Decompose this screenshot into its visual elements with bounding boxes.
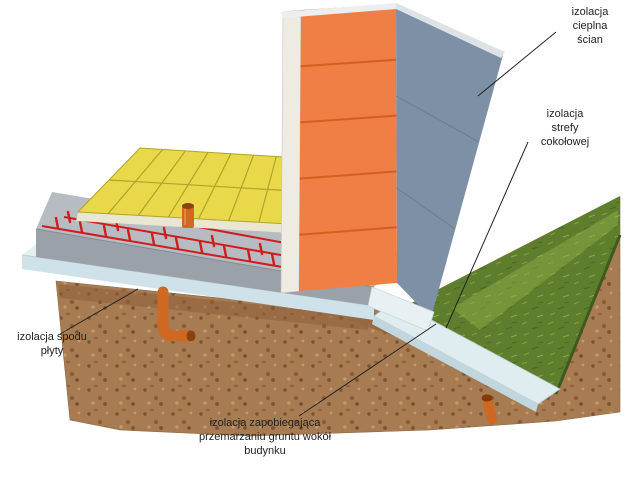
leader-slab-bottom bbox=[59, 288, 139, 335]
leader-frost-protection bbox=[298, 323, 437, 417]
wall-interior-finish-strip bbox=[280, 9, 302, 294]
leader-plinth-zone bbox=[445, 141, 529, 329]
grass-surface bbox=[394, 196, 620, 394]
label-slab-bottom-insulation: izolacja spodu płyty bbox=[17, 331, 87, 358]
grass-cut-edge bbox=[554, 234, 622, 395]
floor-panels-grid bbox=[107, 149, 295, 223]
slab-conduit-opening bbox=[182, 203, 194, 209]
slab-bottom-insulation-front bbox=[22, 255, 374, 320]
brick-course-lines bbox=[299, 58, 397, 236]
conduit-elbow-opening bbox=[186, 330, 196, 342]
plinth-zone-insulation bbox=[367, 286, 435, 332]
wall-insulation-joints bbox=[396, 95, 480, 230]
label-frost-protection-insulation: izolacja zapobiegająca przemarzaniu grun… bbox=[198, 417, 332, 458]
grass-highlight bbox=[452, 210, 618, 330]
brick-wall-face bbox=[299, 4, 397, 291]
wall-cut-top-cap bbox=[281, 3, 396, 18]
ground-pipe bbox=[482, 394, 497, 424]
slab-conduit-pipe bbox=[182, 206, 194, 228]
frost-skirt-board-edge bbox=[372, 316, 538, 412]
label-wall-thermal-insulation: izolacja cieplna ścian bbox=[571, 6, 609, 47]
ground-pipe-opening bbox=[481, 394, 493, 402]
board-front-top-edge bbox=[21, 254, 375, 307]
wall-insulation-top-cap bbox=[396, 3, 505, 58]
leader-wall-thermal bbox=[477, 31, 557, 97]
wall-thermal-insulation-face bbox=[396, 4, 503, 318]
soil-shadow-under-slab bbox=[58, 284, 370, 330]
label-plinth-zone-insulation: izolacja strefy cokołowej bbox=[540, 108, 590, 149]
leader-lines bbox=[59, 31, 557, 417]
heating-pipe-ticks-row2 bbox=[66, 210, 360, 272]
conduit-elbow-pipe bbox=[157, 286, 196, 342]
